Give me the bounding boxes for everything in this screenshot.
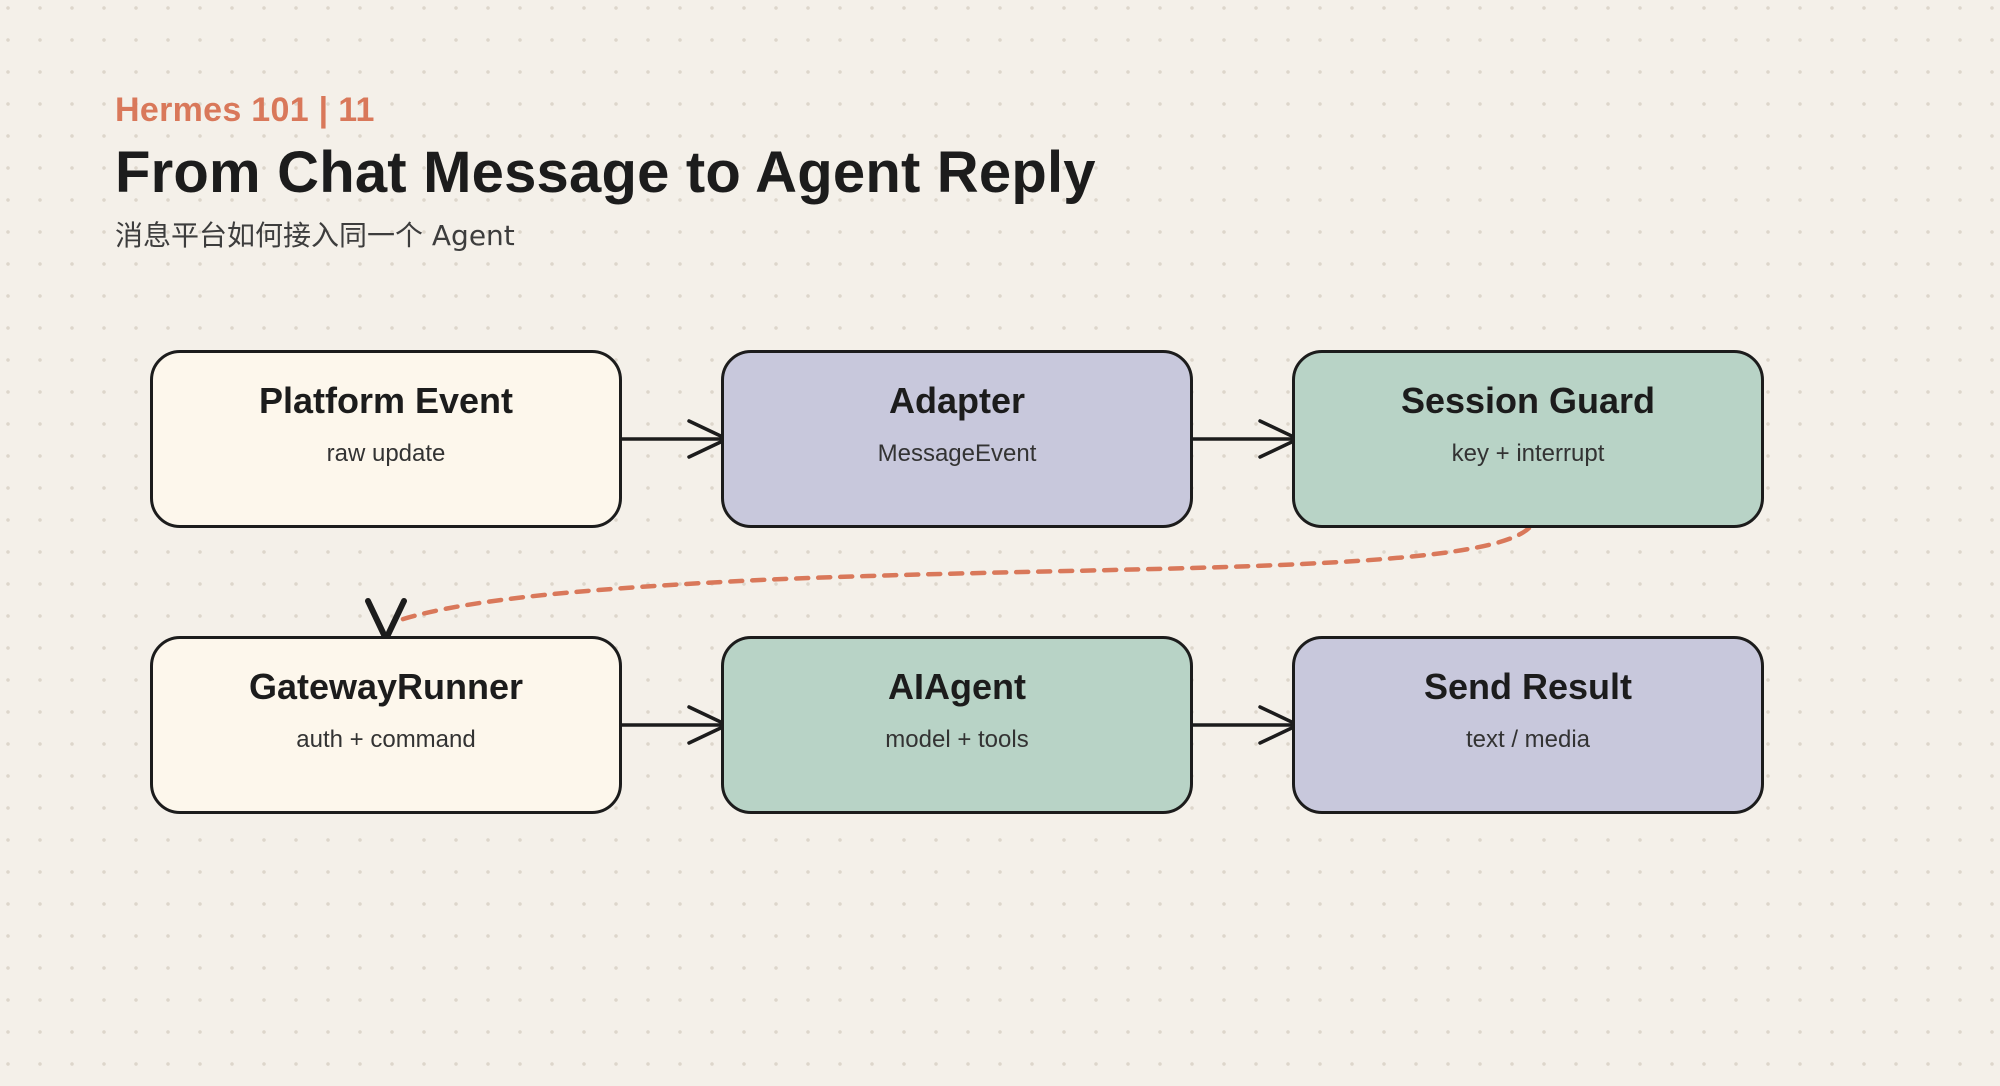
node-title: Send Result [1423, 666, 1633, 707]
node-subtitle: auth + command [296, 726, 476, 753]
node-title: Adapter [888, 380, 1026, 421]
node-title: Session Guard [1400, 380, 1656, 421]
arrow-session-guard-to-gateway [365, 525, 1532, 642]
node-subtitle: raw update [326, 440, 446, 467]
node-adapter: Adapter MessageEvent [721, 350, 1193, 528]
node-title: Platform Event [258, 380, 514, 421]
node-subtitle: text / media [1465, 726, 1591, 753]
node-session-guard: Session Guard key + interrupt [1292, 350, 1764, 528]
node-aiagent: AIAgent model + tools [721, 636, 1193, 814]
node-send-result: Send Result text / media [1292, 636, 1764, 814]
node-subtitle: MessageEvent [877, 440, 1037, 467]
node-subtitle: key + interrupt [1451, 440, 1605, 467]
arrow-adapter-to-session-guard [1191, 419, 1300, 459]
node-title: GatewayRunner [248, 666, 524, 707]
page-title: From Chat Message to Agent Reply [115, 140, 1096, 205]
arrow-aiagent-to-send-result [1191, 705, 1300, 745]
header: Hermes 101 | 11 From Chat Message to Age… [115, 88, 1096, 254]
arrow-gateway-to-aiagent [620, 705, 729, 745]
node-platform-event: Platform Event raw update [150, 350, 622, 528]
node-gateway-runner: GatewayRunner auth + command [150, 636, 622, 814]
node-title: AIAgent [888, 666, 1026, 707]
page-subtitle: 消息平台如何接入同一个 Agent [115, 219, 515, 252]
arrow-platform-to-adapter [620, 419, 729, 459]
series-label: Hermes 101 | 11 [115, 91, 375, 129]
node-subtitle: model + tools [885, 726, 1029, 753]
